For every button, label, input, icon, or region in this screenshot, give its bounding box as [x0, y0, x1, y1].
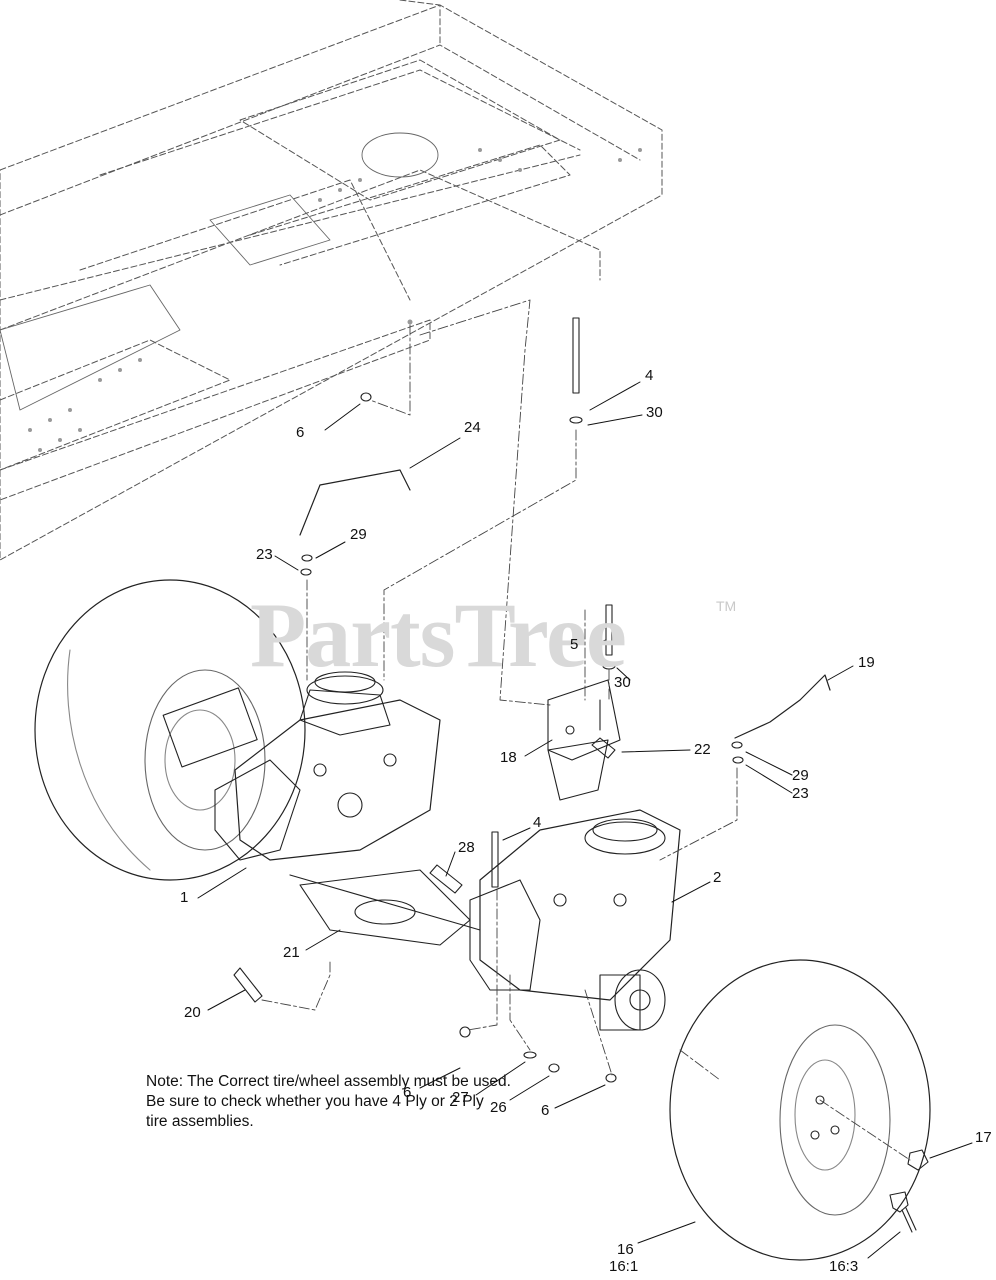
- cross-bracket: [289, 869, 481, 946]
- mounting-bracket: [547, 679, 621, 801]
- watermark-trademark: TM: [716, 598, 737, 614]
- callout-29-clip-right[interactable]: 29: [792, 767, 809, 784]
- callout-21-cross-bracket[interactable]: 21: [283, 944, 300, 961]
- callout-4-bolt-mid[interactable]: 4: [533, 814, 542, 831]
- frame-pan: [0, 132, 439, 411]
- callout-23-pin-right[interactable]: 23: [792, 785, 809, 802]
- callout-26-nut[interactable]: 26: [490, 1099, 507, 1116]
- left-tire: [34, 579, 306, 881]
- callout-28-pin[interactable]: 28: [458, 839, 475, 856]
- callout-1-left-transaxle[interactable]: 1: [180, 889, 189, 906]
- callout-24-rod[interactable]: 24: [464, 419, 481, 436]
- assembly-note: Note: The Correct tire/wheel assembly mu…: [146, 1072, 511, 1132]
- lug-nut-and-stud: [889, 1149, 929, 1233]
- callout-17-lug-nut[interactable]: 17: [975, 1129, 992, 1146]
- callout-16-1-tire[interactable]: 16:1: [609, 1258, 639, 1275]
- callout-19-rod[interactable]: 19: [858, 654, 875, 671]
- right-transaxle: [469, 809, 681, 1031]
- callout-30-washer-mid[interactable]: 30: [614, 674, 631, 691]
- left-transaxle: [162, 671, 441, 861]
- leader-lines: [197, 381, 973, 1259]
- callout-6-nut-bottom-left[interactable]: 6: [403, 1084, 412, 1101]
- callout-5-bolt[interactable]: 5: [570, 636, 579, 653]
- note-line-1: Note: The Correct tire/wheel assembly mu…: [146, 1073, 511, 1090]
- callout-16-3-stud[interactable]: 16:3: [829, 1258, 859, 1275]
- right-tire: [669, 959, 931, 1261]
- watermark-logo: PartsTree: [250, 584, 627, 686]
- callout-6-nut-bottom-right[interactable]: 6: [541, 1102, 550, 1119]
- assembly-lines: [261, 299, 911, 1161]
- callout-23-pin-left[interactable]: 23: [256, 546, 273, 563]
- callout-29-clip-left[interactable]: 29: [350, 526, 367, 543]
- fasteners: [233, 317, 744, 1083]
- mower-frame: [0, 0, 663, 561]
- callout-4-bolt-top[interactable]: 4: [645, 367, 654, 384]
- callout-2-right-transaxle[interactable]: 2: [713, 869, 722, 886]
- callout-18-bracket[interactable]: 18: [500, 749, 517, 766]
- callout-27-washer[interactable]: 27: [452, 1089, 469, 1106]
- note-line-3: tire assemblies.: [146, 1113, 254, 1130]
- callout-22-bolt[interactable]: 22: [694, 741, 711, 758]
- callout-20-pin[interactable]: 20: [184, 1004, 201, 1021]
- note-line-2: Be sure to check whether you have 4 Ply …: [146, 1093, 484, 1110]
- callout-16-tire-assembly[interactable]: 16: [617, 1241, 634, 1258]
- linkage-rods: [299, 469, 831, 739]
- frame-holes: [28, 148, 642, 452]
- callout-6-nut-top[interactable]: 6: [296, 424, 305, 441]
- callout-30-washer-top[interactable]: 30: [646, 404, 663, 421]
